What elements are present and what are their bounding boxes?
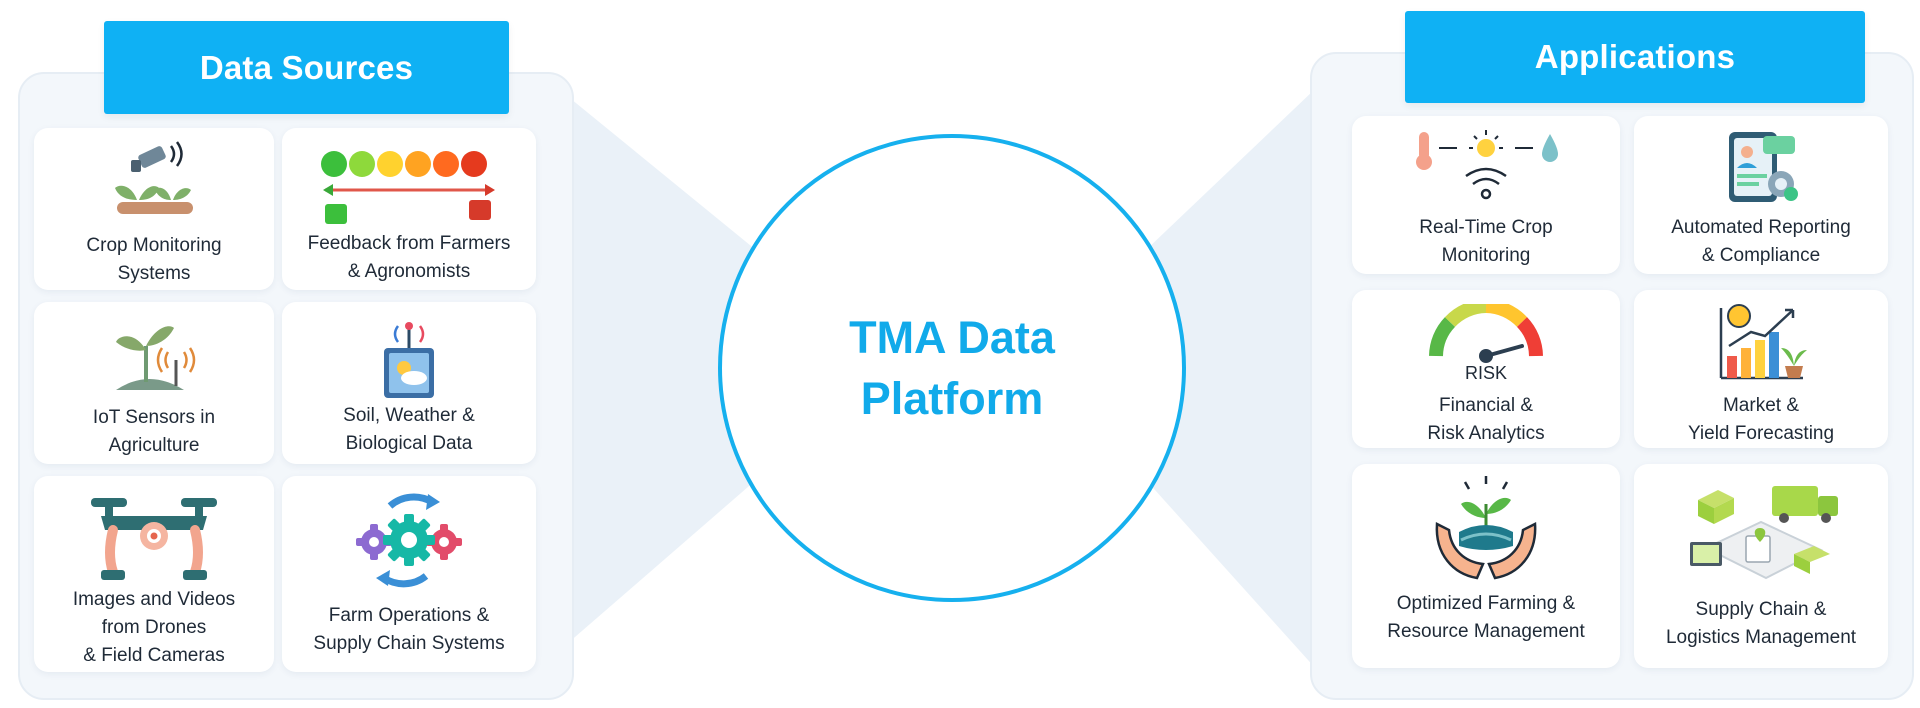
iot-sensor-plant-icon <box>34 316 274 396</box>
app-card-financial: RISK Financial & Risk Analytics <box>1352 290 1620 448</box>
platform-circle: TMA Data Platform <box>718 134 1186 602</box>
market-chart-icon <box>1634 302 1888 384</box>
left-funnel <box>560 90 756 650</box>
source-label-weather: Soil, Weather & Biological Data <box>343 405 475 454</box>
source-card-feedback: Feedback from Farmers & Agronomists <box>282 128 536 290</box>
feedback-scale-icon <box>282 148 536 228</box>
app-label-farming: Optimized Farming & Resource Management <box>1387 593 1585 642</box>
applications-header: Applications <box>1405 11 1865 103</box>
source-label-operations: Farm Operations & Supply Chain Systems <box>313 605 505 654</box>
crop-monitoring-icon <box>34 140 274 220</box>
source-card-weather: Soil, Weather & Biological Data <box>282 302 536 464</box>
app-label-realtime: Real-Time Crop Monitoring <box>1419 217 1553 266</box>
data-sources-header: Data Sources <box>104 21 509 114</box>
source-card-drones: Images and Videos from Drones & Field Ca… <box>34 476 274 672</box>
gears-icon <box>282 492 536 588</box>
drone-icon <box>34 496 274 582</box>
source-label-crop-monitoring: Crop Monitoring Systems <box>86 235 222 284</box>
source-label-iot: IoT Sensors in Agriculture <box>92 407 216 456</box>
source-card-operations: Farm Operations & Supply Chain Systems <box>282 476 536 672</box>
supply-chain-icon <box>1634 476 1888 592</box>
app-label-supply: Supply Chain & Logistics Management <box>1665 599 1857 648</box>
weather-sensor-icon <box>282 318 536 402</box>
app-card-market: Market & Yield Forecasting <box>1634 290 1888 448</box>
app-card-farming: Optimized Farming & Resource Management <box>1352 464 1620 668</box>
app-card-supply: Supply Chain & Logistics Management <box>1634 464 1888 668</box>
platform-title-line-1: TMA Data <box>849 312 1055 363</box>
realtime-monitoring-icon <box>1352 126 1620 206</box>
app-label-market: Market & Yield Forecasting <box>1687 395 1835 444</box>
app-label-financial: Financial & Risk Analytics <box>1427 395 1545 444</box>
risk-gauge-icon <box>1352 304 1620 368</box>
app-label-reporting: Automated Reporting & Compliance <box>1671 217 1851 266</box>
right-funnel <box>1146 70 1335 690</box>
source-card-iot: IoT Sensors in Agriculture <box>34 302 274 464</box>
app-card-realtime: Real-Time Crop Monitoring <box>1352 116 1620 274</box>
app-card-reporting: Automated Reporting & Compliance <box>1634 116 1888 274</box>
source-label-drones: Images and Videos from Drones & Field Ca… <box>72 589 236 666</box>
hands-plant-icon <box>1352 474 1620 584</box>
source-card-crop-monitoring: Crop Monitoring Systems <box>34 128 274 290</box>
risk-gauge-text: RISK <box>1464 363 1507 383</box>
source-label-feedback: Feedback from Farmers & Agronomists <box>307 233 511 282</box>
report-compliance-icon <box>1634 128 1888 208</box>
platform-title-line-2: Platform <box>860 373 1044 424</box>
